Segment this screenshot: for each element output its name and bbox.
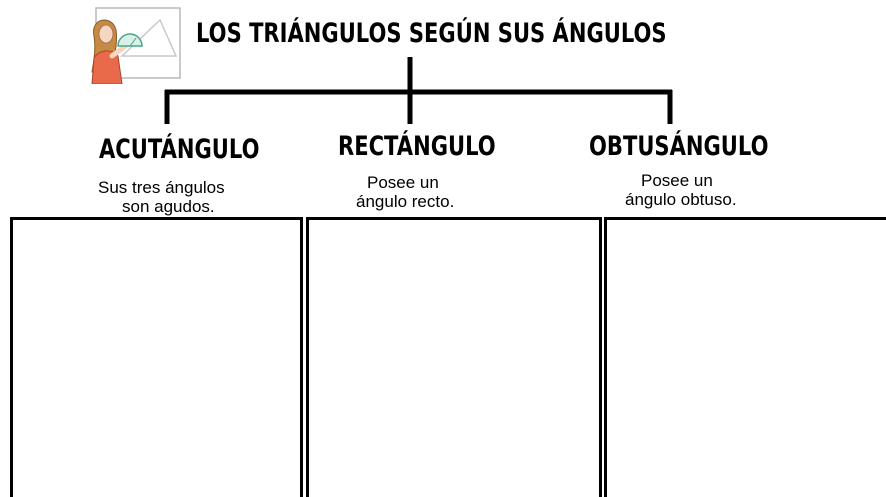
girl-measuring-triangle-icon (91, 7, 181, 84)
description-line: ángulo recto. (356, 192, 455, 211)
category-title-rectangulo: RECTÁNGULO (338, 131, 496, 162)
category-description-acutangulo: Sus tres ángulos son agudos. (98, 178, 225, 216)
category-title-acutangulo: ACUTÁNGULO (99, 134, 260, 165)
drawing-box-acutangulo[interactable] (10, 217, 303, 497)
drawing-box-rectangulo[interactable] (306, 217, 602, 497)
drawing-box-obtusangulo[interactable] (604, 217, 886, 497)
category-title-obtusangulo: OBTUSÁNGULO (589, 131, 769, 162)
description-line: ángulo obtuso. (625, 190, 737, 209)
category-description-obtusangulo: Posee un ángulo obtuso. (625, 171, 737, 209)
description-line: son agudos. (122, 197, 215, 216)
category-description-rectangulo: Posee un ángulo recto. (356, 173, 454, 211)
page-title: LOS TRIÁNGULOS SEGÚN SUS ÁNGULOS (196, 18, 667, 49)
description-line: Sus tres ángulos (98, 178, 225, 197)
description-line: Posee un (367, 173, 439, 192)
description-line: Posee un (641, 171, 713, 190)
